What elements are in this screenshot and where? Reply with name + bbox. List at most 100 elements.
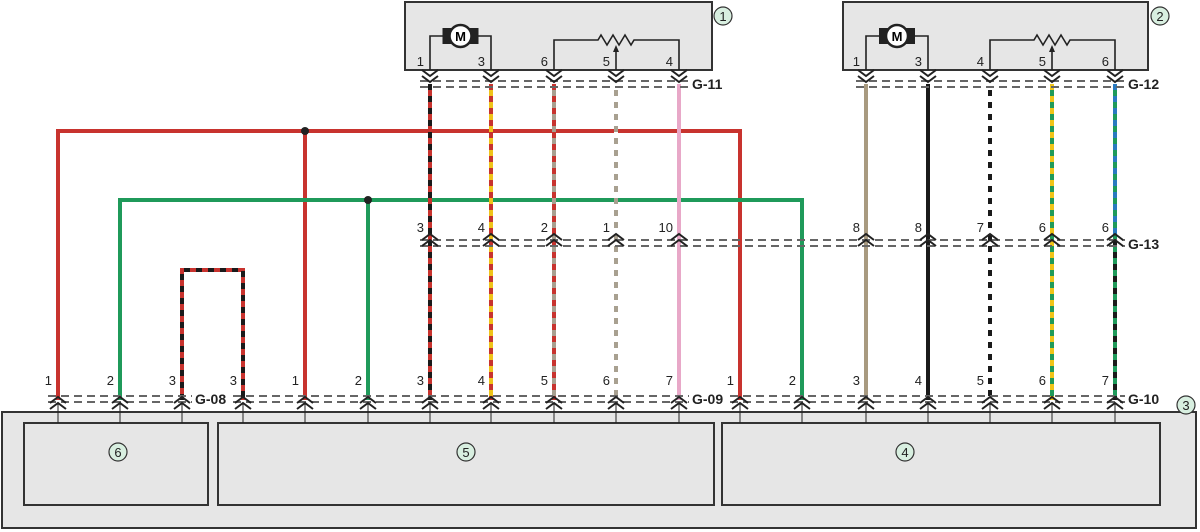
component-2-number: 2 (1156, 9, 1163, 24)
connector-pin-chevron-icon (857, 395, 875, 404)
pin-number: 3 (853, 373, 860, 388)
pin-number: 7 (666, 373, 673, 388)
pin-number: 3 (417, 220, 424, 235)
component-4-badge (895, 442, 915, 462)
junction-dot (301, 127, 309, 135)
motor-label: M (455, 29, 466, 44)
connector-G-10-label: G-10 (1128, 391, 1159, 407)
component-3-badge (1176, 395, 1196, 415)
potentiometer-icon (553, 33, 680, 70)
pin-number: 2 (541, 220, 548, 235)
pin-number: 8 (853, 220, 860, 235)
pin-number: 2 (355, 373, 362, 388)
connector-pin-chevron-icon (482, 75, 500, 84)
connector-pin-chevron-icon (670, 232, 688, 241)
component-5-badge (456, 442, 476, 462)
component-1-badge (713, 6, 733, 26)
connector-pin-chevron-icon (981, 232, 999, 241)
connector-pin-chevron-icon (545, 75, 563, 84)
connector-pin-chevron-icon (421, 232, 439, 241)
connector-pin-chevron-icon (296, 395, 314, 404)
junction-dot (364, 196, 372, 204)
connector-pin-chevron-icon (919, 232, 937, 241)
potentiometer-icon (989, 33, 1116, 70)
pin-number: 1 (417, 54, 424, 69)
connector-pin-chevron-icon (111, 395, 129, 404)
connector-G-12-label: G-12 (1128, 76, 1159, 92)
motor-label: M (892, 29, 903, 44)
pin-number: 3 (915, 54, 922, 69)
pin-number: 1 (853, 54, 860, 69)
connector-pin-chevron-icon (234, 395, 252, 404)
connector-pin-chevron-icon (1106, 395, 1124, 404)
pin-number: 1 (45, 373, 52, 388)
connector-pin-chevron-icon (981, 75, 999, 84)
connector-pin-chevron-icon (359, 395, 377, 404)
pin-number: 6 (1102, 54, 1109, 69)
pin-number: 3 (417, 373, 424, 388)
connector-pin-chevron-icon (421, 238, 439, 247)
pin-number: 7 (1102, 373, 1109, 388)
pin-number: 6 (1039, 373, 1046, 388)
connector-pin-chevron-icon (670, 69, 688, 78)
connector-pin-chevron-icon (482, 238, 500, 247)
connector-pin-chevron-icon (1043, 75, 1061, 84)
pin-number: 3 (230, 373, 237, 388)
component-4-box (721, 422, 1161, 506)
component-6-badge (108, 442, 128, 462)
pin-number: 4 (915, 373, 922, 388)
connector-pin-chevron-icon (793, 395, 811, 404)
component-5-number: 5 (462, 445, 469, 460)
connector-pin-chevron-icon (607, 75, 625, 84)
connector-pin-chevron-icon (482, 69, 500, 78)
connector-pin-chevron-icon (1043, 395, 1061, 404)
pin-number: 10 (659, 220, 673, 235)
connector-pin-chevron-icon (545, 238, 563, 247)
connector-pin-chevron-icon (482, 395, 500, 404)
wiper-arrow-icon (613, 45, 619, 52)
pin-number: 6 (1102, 220, 1109, 235)
connector-pin-chevron-icon (607, 232, 625, 241)
component-2-badge (1150, 6, 1170, 26)
connector-pin-chevron-icon (919, 238, 937, 247)
component-6-box (23, 422, 209, 506)
pin-number: 7 (977, 220, 984, 235)
connector-pin-chevron-icon (1043, 238, 1061, 247)
connector-pin-chevron-icon (545, 232, 563, 241)
connector-pin-chevron-icon (857, 232, 875, 241)
connector-pin-chevron-icon (607, 238, 625, 247)
wiper-arrow-icon (1049, 45, 1055, 52)
pin-number: 4 (977, 54, 984, 69)
pin-number: 5 (603, 54, 610, 69)
connector-pin-chevron-icon (670, 238, 688, 247)
connector-pin-chevron-icon (1106, 75, 1124, 84)
connector-pin-chevron-icon (1043, 69, 1061, 78)
connector-pin-chevron-icon (1043, 232, 1061, 241)
pin-number: 5 (1039, 54, 1046, 69)
connector-G-11-label: G-11 (692, 76, 723, 92)
wire-green-loop (118, 198, 804, 400)
connector-pin-chevron-icon (857, 75, 875, 84)
pin-number: 5 (977, 373, 984, 388)
connector-pin-chevron-icon (981, 395, 999, 404)
connector-pin-chevron-icon (1106, 238, 1124, 247)
connector-pin-chevron-icon (545, 69, 563, 78)
connector-pin-chevron-icon (49, 395, 67, 404)
pin-number: 5 (541, 373, 548, 388)
connector-pin-chevron-icon (421, 69, 439, 78)
connector-pin-chevron-icon (919, 75, 937, 84)
connector-pin-chevron-icon (421, 395, 439, 404)
pin-number: 1 (603, 220, 610, 235)
connector-pin-chevron-icon (919, 395, 937, 404)
connector-pin-chevron-icon (607, 69, 625, 78)
component-3-number: 3 (1182, 398, 1189, 413)
motor-icon (884, 23, 910, 49)
connector-pin-chevron-icon (670, 75, 688, 84)
component-4-number: 4 (901, 445, 908, 460)
connector-G-09-label: G-09 (692, 391, 723, 407)
connector-pin-chevron-icon (173, 395, 191, 404)
pin-number: 4 (666, 54, 673, 69)
pin-number: 1 (727, 373, 734, 388)
connector-pin-chevron-icon (857, 238, 875, 247)
